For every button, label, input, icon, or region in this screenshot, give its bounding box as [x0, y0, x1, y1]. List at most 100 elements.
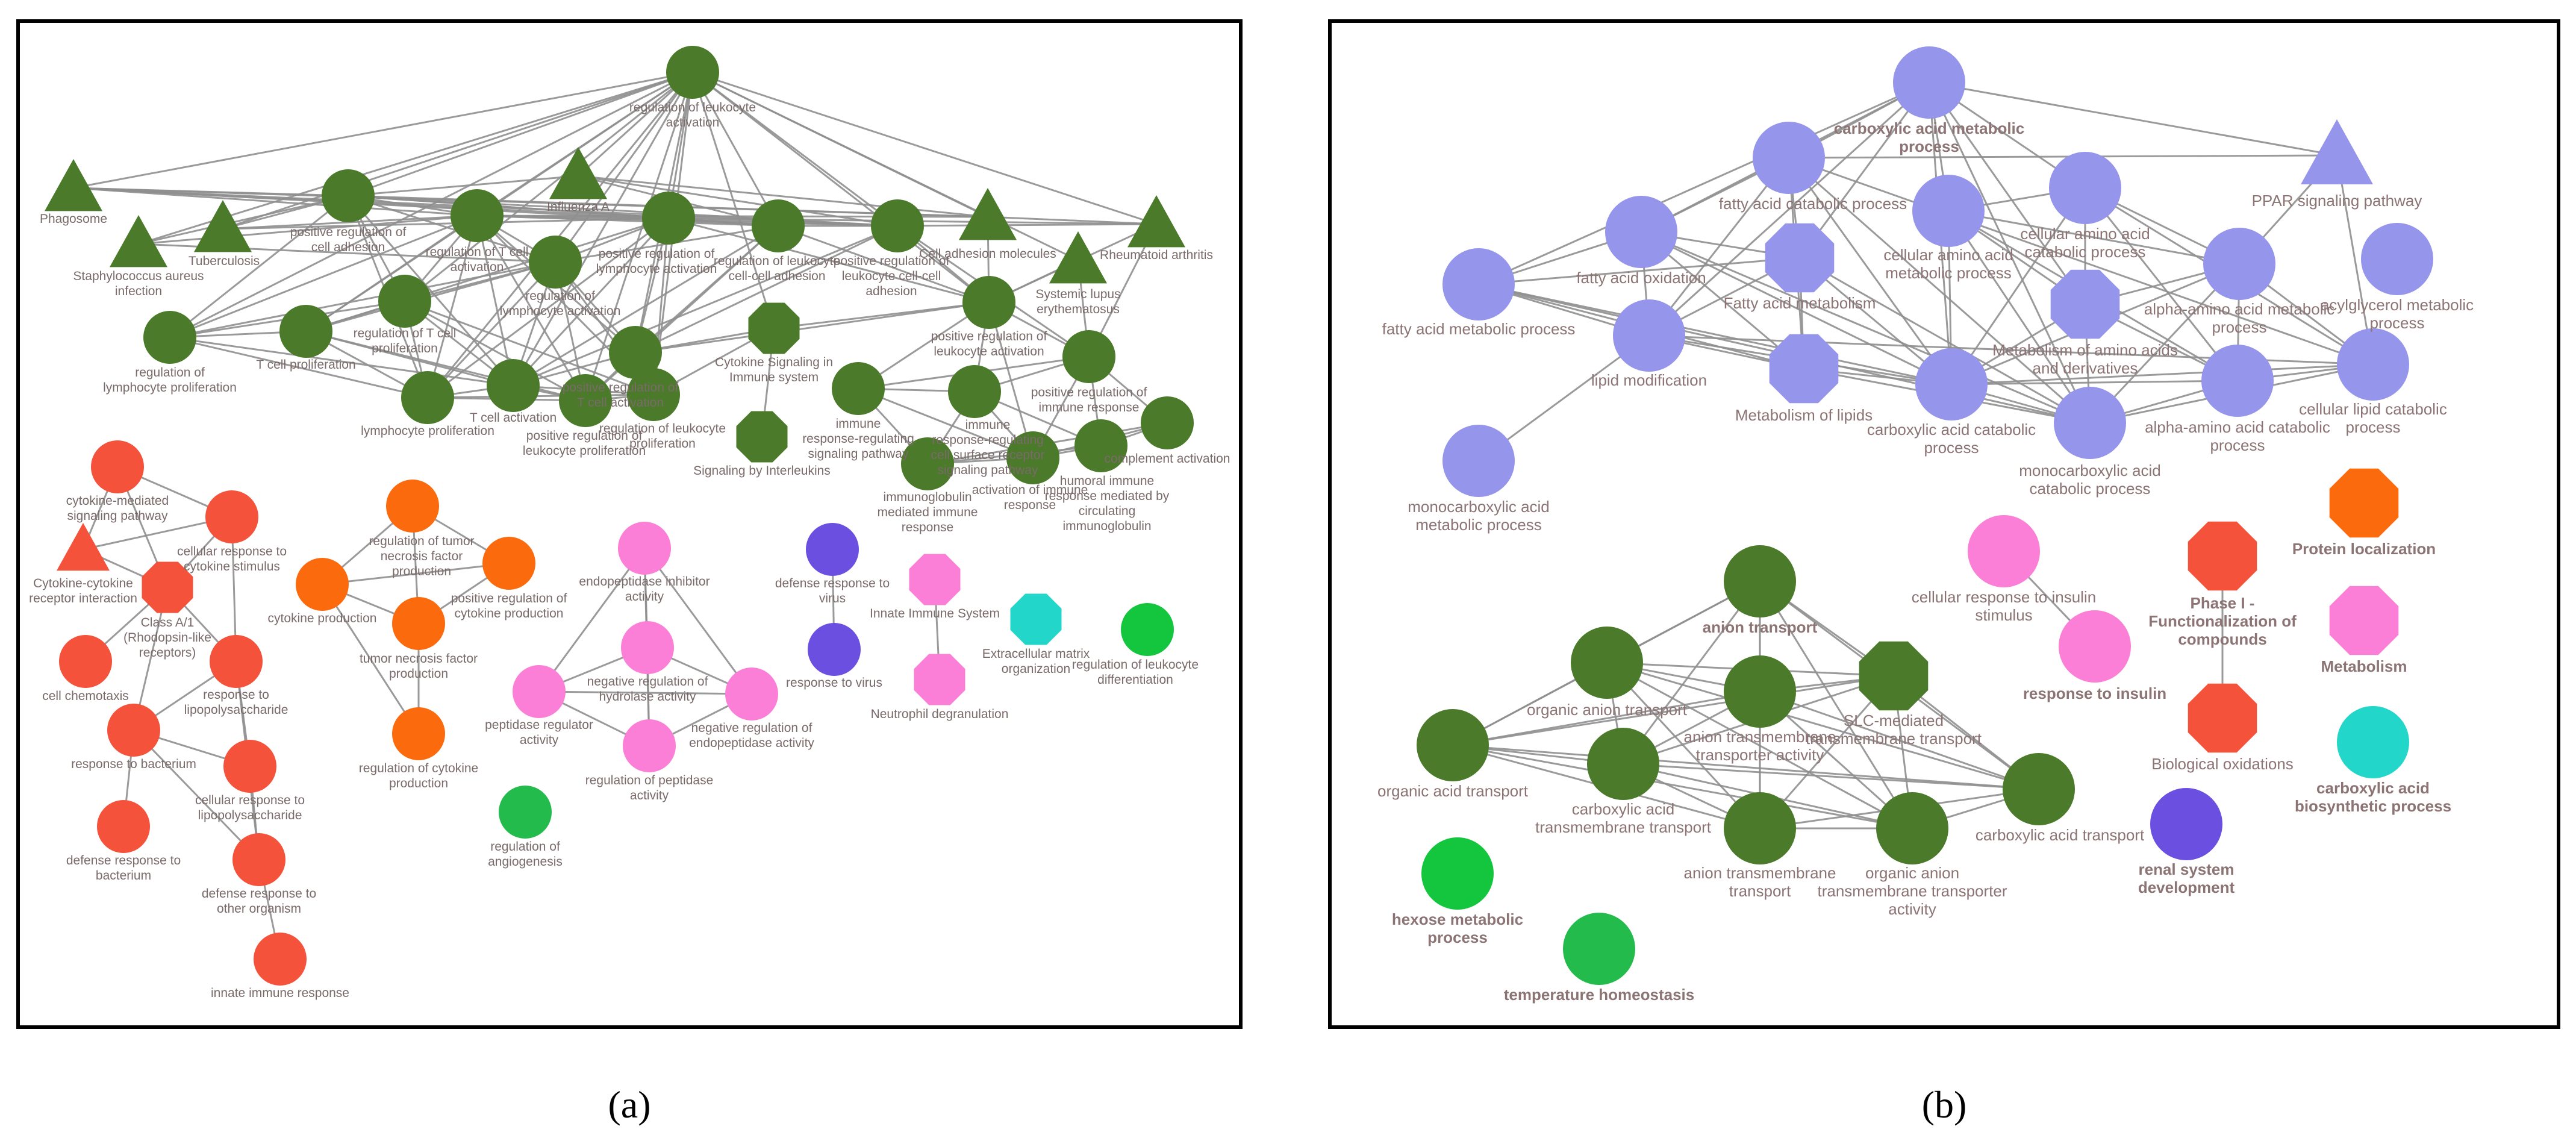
node-reg_peptidase[interactable]	[623, 719, 676, 772]
node-resp_lps[interactable]	[210, 635, 263, 688]
node-pos_reg_leuk_adh[interactable]	[871, 199, 924, 252]
node-def_other[interactable]	[232, 833, 285, 886]
node-peptidase_reg[interactable]	[513, 665, 566, 718]
node-neg_reg_hydrolase[interactable]	[621, 621, 674, 674]
node-reg_lymph_prolif[interactable]	[143, 311, 196, 364]
node-hexose[interactable]	[1421, 837, 1494, 910]
node-monocarbox_catab[interactable]	[2054, 387, 2126, 459]
node-acylglycerol[interactable]	[2361, 223, 2433, 295]
node-org_anion_tm[interactable]	[1876, 792, 1948, 864]
node-organic_anion[interactable]	[1571, 627, 1643, 699]
node-ecm[interactable]	[1010, 593, 1062, 645]
node-innate[interactable]	[254, 933, 307, 986]
node-reg_t_prolif[interactable]	[378, 275, 431, 328]
node-cell_chemotaxis[interactable]	[59, 635, 112, 688]
node-cytokine_production[interactable]	[296, 558, 349, 611]
node-ig_mediated[interactable]	[901, 437, 954, 490]
node-phagosome[interactable]	[45, 159, 102, 211]
node-cytokine_receptor[interactable]	[57, 523, 110, 571]
node-pos_reg_leuk_prolif[interactable]	[559, 374, 612, 427]
node-anion_tm_act[interactable]	[1724, 655, 1796, 728]
node-metab_aa[interactable]	[2050, 269, 2120, 339]
node-cytokine_signaling[interactable]	[748, 302, 800, 354]
node-lipid_mod[interactable]	[1613, 299, 1685, 372]
node-activation_immune[interactable]	[1006, 431, 1059, 484]
node-cell_resp_lps[interactable]	[223, 740, 276, 793]
node-complement[interactable]	[1141, 396, 1194, 449]
node-cell_resp_insulin[interactable]	[1968, 515, 2040, 587]
node-humoral[interactable]	[1074, 419, 1127, 472]
node-cell_aa_metab[interactable]	[1912, 175, 1985, 247]
node-organic_acid[interactable]	[1417, 709, 1489, 781]
node-t_activation[interactable]	[487, 359, 540, 412]
node-alpha_aa_catab[interactable]	[2201, 345, 2274, 417]
node-def_virus[interactable]	[806, 523, 859, 576]
node-pos_reg_lymph_act[interactable]	[642, 192, 695, 245]
node-bio_ox[interactable]	[2188, 683, 2257, 753]
node-endopep_inhib[interactable]	[618, 522, 671, 575]
node-renal[interactable]	[2150, 788, 2222, 860]
node-sle[interactable]	[1049, 231, 1107, 284]
node-reg_cyt[interactable]	[392, 707, 445, 760]
node-monocarbox_metab[interactable]	[1442, 425, 1515, 497]
node-tuberculosis[interactable]	[194, 200, 252, 252]
node-immune_resp_reg[interactable]	[832, 362, 885, 415]
node-reg_lymph_act[interactable]	[529, 236, 582, 289]
label-line: metabolic process	[1415, 516, 1542, 534]
node-alpha_aa_metab[interactable]	[2203, 228, 2275, 300]
node-tnf_production[interactable]	[392, 597, 445, 650]
node-lymph_prolif[interactable]	[401, 371, 454, 424]
node-reg_tnf[interactable]	[386, 480, 439, 533]
node-reg_angio[interactable]	[499, 786, 552, 839]
node-metabolism[interactable]	[2329, 586, 2399, 655]
node-fa_metabolism[interactable]	[1765, 223, 1835, 293]
node-signaling_interleukins[interactable]	[736, 411, 788, 463]
node-def_bacterium[interactable]	[97, 800, 150, 853]
node-metab_lipids[interactable]	[1769, 334, 1839, 404]
node-staph[interactable]	[110, 215, 167, 267]
edge-reg_lymph_prolif-t_activation	[169, 336, 514, 387]
node-neg_reg_endopep[interactable]	[725, 667, 778, 720]
node-fa_catab[interactable]	[1753, 122, 1825, 194]
node-reg_leuk_act[interactable]	[666, 46, 719, 99]
node-ppar[interactable]	[2301, 119, 2373, 184]
node-t_prolif[interactable]	[279, 305, 332, 358]
node-reg_leuk_prolif[interactable]	[627, 368, 680, 421]
node-cell_resp_cytokine[interactable]	[205, 490, 258, 543]
node-fa_metab[interactable]	[1442, 248, 1515, 320]
node-reg_leuk_diff[interactable]	[1121, 603, 1174, 656]
edge-staph-pos_reg_cell_adh	[138, 195, 349, 245]
node-class_a[interactable]	[142, 561, 193, 613]
node-fa_oxidation[interactable]	[1605, 196, 1677, 268]
node-pos_reg_imm[interactable]	[1062, 330, 1115, 383]
node-carbox_tm[interactable]	[1587, 728, 1659, 800]
node-resp_virus[interactable]	[808, 623, 861, 676]
node-phase1[interactable]	[2188, 521, 2257, 591]
node-carbox_catab[interactable]	[1915, 348, 1988, 420]
node-innate_system[interactable]	[909, 554, 961, 605]
node-neutrophil[interactable]	[914, 654, 965, 705]
node-anion_transport[interactable]	[1724, 545, 1796, 617]
node-reg_t_cell_act[interactable]	[451, 189, 504, 242]
node-pos_reg_leuk_act[interactable]	[962, 276, 1015, 329]
node-carbox_transport[interactable]	[2003, 753, 2075, 825]
node-resp_bacterium[interactable]	[107, 704, 160, 757]
node-influenza[interactable]	[549, 147, 607, 199]
node-protein_loc[interactable]	[2329, 468, 2399, 538]
node-carbox_biosyn[interactable]	[2337, 706, 2409, 778]
node-pos_reg_t_act[interactable]	[609, 326, 662, 379]
node-cell_lipid_catab[interactable]	[2337, 328, 2409, 401]
node-temperature[interactable]	[1563, 913, 1635, 985]
node-pos_reg_cyt[interactable]	[482, 537, 535, 590]
node-cell_aa_catab[interactable]	[2049, 152, 2121, 224]
node-immune_resp_reg_surface[interactable]	[948, 365, 1001, 418]
node-rheumatoid[interactable]	[1127, 195, 1185, 248]
node-reg_leuk_adh[interactable]	[752, 199, 805, 252]
node-slc[interactable]	[1859, 641, 1929, 711]
node-cytokine_mediated[interactable]	[91, 440, 144, 493]
node-carbox_metab[interactable]	[1893, 46, 1965, 119]
node-pos_reg_cell_adh[interactable]	[322, 169, 375, 222]
node-cell_adhesion[interactable]	[959, 188, 1017, 240]
node-resp_insulin[interactable]	[2059, 610, 2131, 683]
node-anion_tm[interactable]	[1724, 792, 1796, 864]
